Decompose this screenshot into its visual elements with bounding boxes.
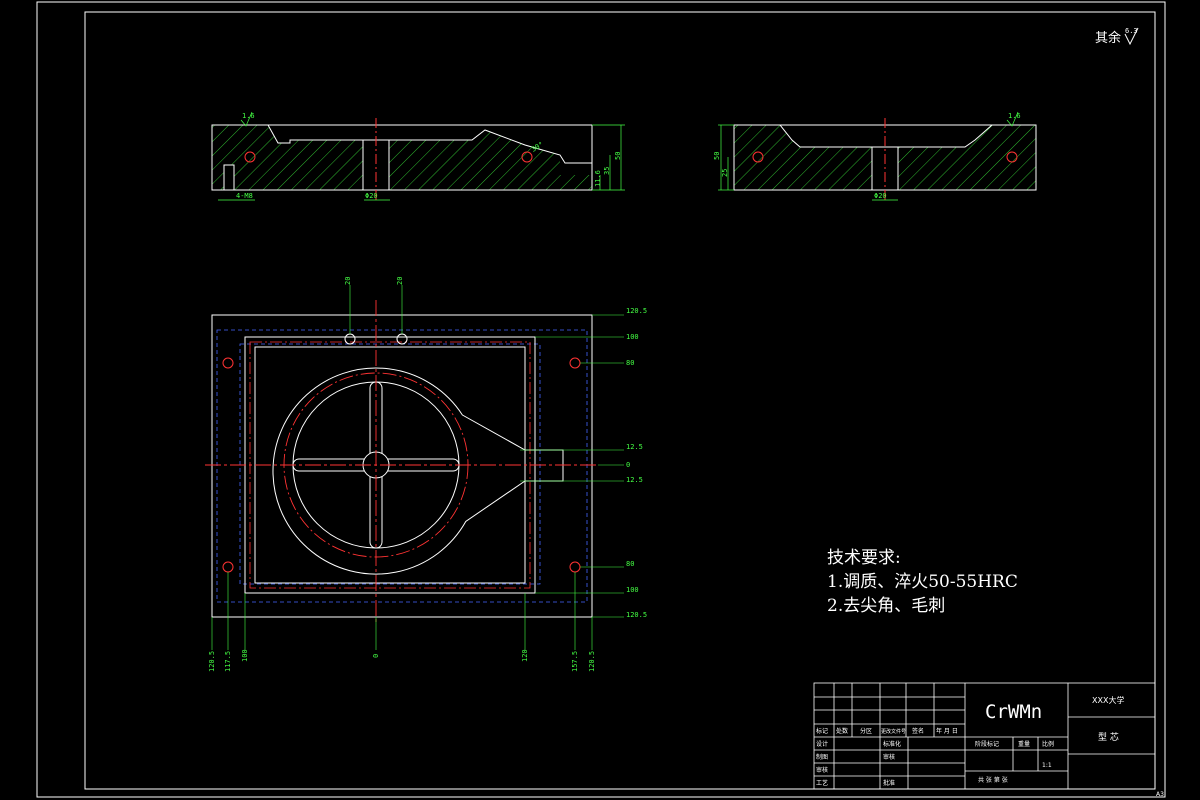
- plan-hole-top-b: [396, 333, 408, 345]
- tb-label-standard: 标准化: [883, 740, 901, 748]
- plan-bottom-label-6: 157.5: [571, 651, 579, 672]
- front-center-bore: [362, 139, 390, 191]
- plan-right-label-1: 120.5: [626, 307, 647, 315]
- tb-label-process: 工艺: [816, 779, 828, 787]
- plan-right-label-4: 12.5: [626, 443, 643, 451]
- plan-top-label-1: 20: [344, 277, 352, 285]
- plan-hole-tr: [569, 357, 581, 369]
- plan-hole-br: [569, 561, 581, 573]
- tb-label-sign: 签名: [912, 727, 924, 735]
- tech-req-title: 技术要求:: [827, 548, 901, 568]
- material: CrWMn: [985, 701, 1042, 723]
- inner-frame: [84, 11, 1156, 790]
- school-name: XXX大学: [1092, 695, 1124, 705]
- front-dim-inner-height: 35: [603, 167, 611, 175]
- scale: 1:1: [1042, 762, 1052, 769]
- title-block: [813, 682, 1156, 790]
- front-pin-right: [521, 151, 533, 163]
- tb-label-zone: 分区: [860, 727, 872, 735]
- front-view: 50 35 11.6 4-M8 Φ20 30° 1.6: [211, 111, 625, 201]
- plan-hole-top-a: [344, 333, 356, 345]
- plan-right-label-7: 80: [626, 560, 634, 568]
- front-view-hatch: [212, 125, 592, 190]
- side-roughness-symbol-icon: [1006, 111, 1019, 127]
- tb-label-drawing: 制图: [816, 753, 828, 761]
- side-dim-inner-height: 25: [721, 169, 729, 177]
- plan-top-leaders: [349, 285, 403, 334]
- tb-label-weight: 重量: [1018, 740, 1030, 748]
- front-step-pocket: [560, 155, 592, 175]
- plan-hidden-outer: [216, 329, 588, 603]
- plan-bottom-leaders: [211, 572, 593, 650]
- front-hole-callout: 4-M8: [236, 192, 253, 200]
- part-name: 型 芯: [1098, 731, 1119, 743]
- plan-right-label-2: 100: [626, 333, 639, 341]
- tech-req-item-1: 1.调质、淬火50-55HRC: [827, 572, 1018, 592]
- plan-bottom-label-2: 117.5: [224, 651, 232, 672]
- side-view-outline: [733, 124, 1037, 191]
- tb-label-ratio: 比例: [1042, 740, 1054, 748]
- front-dim-small-height: 11.6: [594, 170, 602, 187]
- side-pin-right: [1006, 151, 1018, 163]
- tech-req-item-2: 2.去尖角、毛刺: [827, 596, 945, 616]
- tb-label-count: 处数: [836, 727, 848, 735]
- corner-roughness-label: 其余: [1095, 30, 1121, 46]
- tb-label-date: 年 月 日: [936, 727, 958, 735]
- tb-label-review-2: 审核: [816, 766, 828, 774]
- side-center-hole-dim: Φ20: [874, 192, 887, 200]
- plan-right-label-9: 120.5: [626, 611, 647, 619]
- plan-top-label-2: 20: [396, 277, 404, 285]
- side-view: 50 25 Φ20 1.6: [713, 111, 1037, 201]
- side-dim-overall-height: 50: [713, 152, 721, 160]
- tb-label-sheet: 共 张 第 张: [978, 776, 1008, 784]
- tb-label-change: 更改文件号: [881, 728, 906, 735]
- tb-label-approve: 批准: [883, 779, 895, 787]
- side-roughness: 1.6: [1008, 112, 1021, 120]
- front-dim-overall-height: 50: [614, 152, 622, 160]
- side-pin-left: [752, 151, 764, 163]
- corner-roughness-value: 6.3: [1125, 27, 1138, 35]
- plan-right-label-8: 100: [626, 586, 639, 594]
- plan-bottom-label-4: 0: [372, 654, 380, 658]
- plan-bottom-label-3: 100: [241, 649, 249, 662]
- roughness-symbol-icon: [1124, 27, 1139, 46]
- tech-requirements: 技术要求: 1.调质、淬火50-55HRC 2.去尖角、毛刺: [827, 548, 1018, 616]
- plan-right-label-3: 80: [626, 359, 634, 367]
- tb-label-design: 设计: [816, 740, 828, 748]
- plan-hidden-inner: [239, 343, 541, 585]
- plan-cavity-outline: [272, 367, 564, 575]
- plan-right-label-5: 0: [626, 461, 630, 469]
- title-block-text: CrWMn XXX大学 型 芯 1:1 标记 处数 分区 更改文件号 签名 年 …: [816, 695, 1164, 798]
- front-pin-left: [244, 151, 256, 163]
- plan-hole-tl: [222, 357, 234, 369]
- outer-frame: [36, 1, 1166, 798]
- front-roughness: 1.6: [242, 112, 255, 120]
- plan-bottom-label-5: 120: [521, 649, 529, 662]
- plan-right-leaders: [520, 314, 624, 618]
- front-center-hole-dim: Φ20: [365, 192, 378, 200]
- plan-right-label-6: 12.5: [626, 476, 643, 484]
- plan-bottom-label-1: 120.5: [208, 651, 216, 672]
- plan-view: 20 20 120.5 100 80 12.5 0 12.5 80 100 12…: [205, 277, 647, 672]
- front-roughness-symbol-icon: [240, 111, 253, 127]
- tb-label-review-1: 审核: [883, 753, 895, 761]
- sheet-size: A3: [1156, 791, 1164, 798]
- tb-label-stage: 阶段标记: [975, 740, 999, 748]
- front-tapped-hole: [223, 164, 235, 191]
- plan-hole-bl: [222, 561, 234, 573]
- tb-label-mark: 标记: [816, 727, 828, 735]
- plan-bottom-label-7: 120.5: [588, 651, 596, 672]
